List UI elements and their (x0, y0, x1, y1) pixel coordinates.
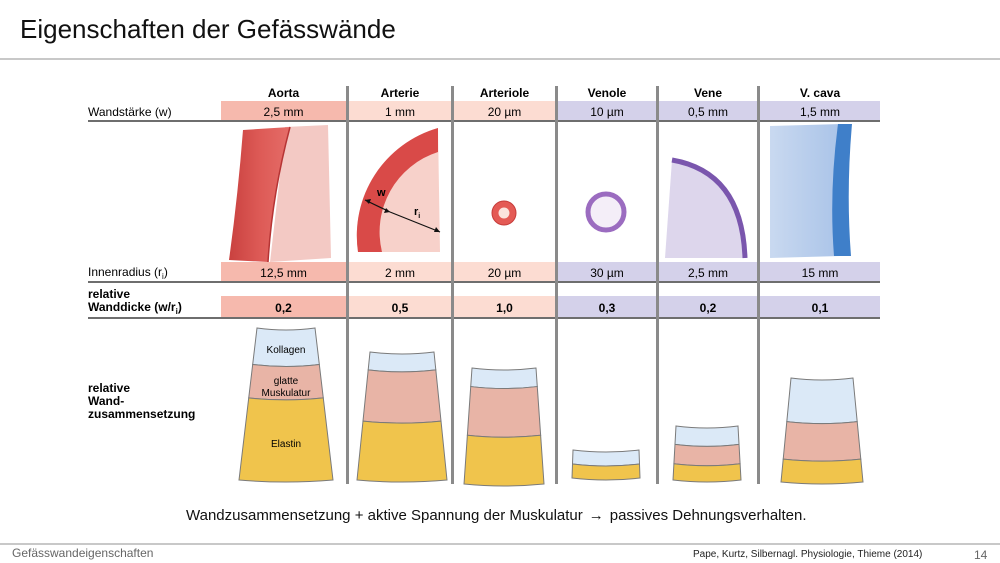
band-2-3 (558, 296, 656, 318)
title-divider (0, 58, 1000, 60)
diagram-label-w: w (376, 187, 386, 199)
composition-muscle-4 (673, 443, 741, 467)
composition-muscle-5 (782, 421, 862, 462)
muscle-label-2: Muskulatur (262, 388, 312, 399)
composition-elastin-2 (463, 434, 545, 487)
row-label-relative: relative (88, 287, 130, 301)
composition-elastin-4 (672, 463, 742, 483)
composition-collagen-2 (470, 367, 538, 390)
row-label-relative-wall-ratio: Wanddicke (w/ri) (88, 300, 182, 316)
header-5: V. cava (800, 86, 841, 100)
row-label-composition-3: zusammensetzung (88, 407, 195, 421)
row-label-inner-radius: Innenradius (ri) (88, 265, 168, 281)
relative-wall-ratio-2: 1,0 (496, 301, 513, 315)
composition-collagen-5 (786, 377, 858, 425)
vessel-properties-table: Aorta Arterie Arteriole Venole Vene V. cava 2… (88, 86, 880, 487)
wall-thickness-1: 1 mm (385, 105, 415, 119)
muscle-label-1: glatte (274, 376, 299, 387)
elastin-label: Elastin (271, 439, 301, 450)
band-0-1 (349, 101, 451, 121)
relative-wall-ratio-0: 0,2 (275, 301, 292, 315)
header-3: Venole (588, 86, 627, 100)
relative-wall-ratio-1: 0,5 (392, 301, 409, 315)
header-0: Aorta (268, 86, 300, 100)
row-label-composition-1: relative (88, 381, 130, 395)
composition-labels: Kollagen glatte Muskulatur Elastin (262, 345, 312, 450)
composition-collagen-4 (674, 425, 740, 447)
band-1-2 (454, 262, 555, 282)
artery-wall-illustration: w ri (356, 128, 441, 252)
composition-muscle-2 (466, 386, 542, 438)
band-2-5 (760, 296, 880, 318)
band-2-2 (454, 296, 555, 318)
composition-elastin-1 (356, 420, 448, 483)
page-number: 14 (974, 548, 988, 562)
inner-radius-0: 12,5 mm (260, 266, 307, 280)
band-2-1 (349, 296, 451, 318)
header-4: Vene (694, 86, 722, 100)
band-2-4 (659, 296, 757, 318)
composition-muscle-1 (362, 369, 442, 424)
inner-radius-3: 30 µm (590, 266, 624, 280)
wall-thickness-2: 20 µm (488, 105, 522, 119)
wall-thickness-3: 10 µm (590, 105, 624, 119)
inner-radius-arrow (389, 211, 441, 233)
row-label-wall-thickness: Wandstärke (w) (88, 105, 172, 119)
relative-wall-ratio-4: 0,2 (700, 301, 717, 315)
relative-wall-ratio-5: 0,1 (812, 301, 829, 315)
band-0-0 (221, 101, 346, 121)
band-0-3 (558, 101, 656, 121)
summary-statement: Wandzusammensetzung + aktive Spannung de… (186, 507, 807, 524)
row-label-composition-2: Wand- (88, 394, 124, 408)
summary-part-1: Wandzusammensetzung + aktive Spannung de… (186, 507, 583, 524)
diagram-label-ri: ri (414, 206, 420, 220)
wall-thickness-5: 1,5 mm (800, 105, 840, 119)
band-1-5 (760, 262, 880, 282)
composition-elastin-0 (238, 397, 334, 483)
band-2-0 (221, 296, 346, 318)
composition-collagen-1 (367, 351, 437, 373)
vena-cava-wall-illustration (770, 124, 852, 258)
band-1-4 (659, 262, 757, 282)
arteriole-illustration (491, 200, 517, 226)
footer-section-label: Gefässwandeigenschaften (12, 546, 154, 560)
slide-title: Eigenschaften der Gefässwände (20, 14, 396, 44)
inner-radius-5: 15 mm (802, 266, 839, 280)
inner-radius-1: 2 mm (385, 266, 415, 280)
composition-collagen-3 (571, 449, 641, 467)
band-1-3 (558, 262, 656, 282)
band-0-4 (659, 101, 757, 121)
header-1: Arterie (381, 86, 420, 100)
footer-divider (0, 543, 1000, 545)
relative-wall-ratio-3: 0,3 (599, 301, 616, 315)
composition-elastin-3 (571, 463, 641, 481)
summary-part-2: passives Dehnungsverhalten. (609, 507, 807, 524)
footer-source-citation: Pape, Kurtz, Silbernagl. Physiologie, Th… (693, 549, 923, 560)
venule-illustration (585, 191, 627, 233)
band-1-1 (349, 262, 451, 282)
inner-radius-4: 2,5 mm (688, 266, 728, 280)
composition-elastin-5 (780, 458, 864, 485)
wall-thickness-0: 2,5 mm (263, 105, 303, 119)
collagen-label: Kollagen (267, 345, 306, 356)
header-2: Arteriole (480, 86, 530, 100)
band-0-5 (760, 101, 880, 121)
band-1-0 (221, 262, 346, 282)
wall-thickness-4: 0,5 mm (688, 105, 728, 119)
inner-radius-2: 20 µm (488, 266, 522, 280)
band-0-2 (454, 101, 555, 121)
aorta-wall-illustration (229, 125, 331, 263)
right-arrow-icon: → (588, 507, 604, 524)
vein-wall-illustration (665, 157, 748, 259)
